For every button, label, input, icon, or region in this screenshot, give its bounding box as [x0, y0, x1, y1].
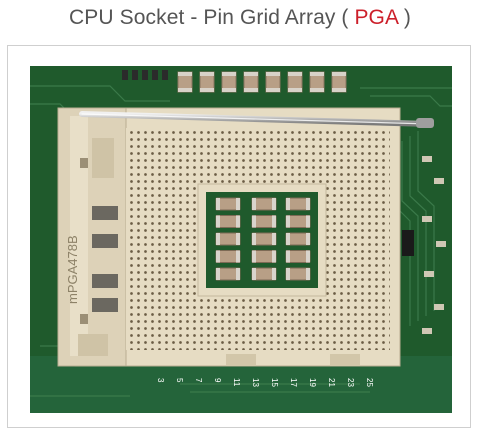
smd-capacitor [177, 71, 193, 93]
pcb-number-label: 23 [346, 378, 355, 387]
smd-component [434, 178, 444, 184]
center-capacitor [215, 250, 241, 263]
smd-component [422, 216, 432, 222]
center-capacitor [251, 250, 277, 263]
smd-component [436, 241, 446, 247]
cpu-socket-illustration: mPGA478B 3 5 7 9 11 13 15 17 19 21 23 25 [30, 66, 452, 413]
socket-bottom-notch [226, 354, 256, 366]
smd-component [422, 328, 432, 334]
smd-resistor [132, 70, 138, 80]
smd-resistor [142, 70, 148, 80]
center-capacitor [215, 215, 241, 228]
right-smd-components [402, 156, 446, 334]
center-capacitor [215, 197, 241, 211]
pcb-traces [30, 85, 452, 397]
smd-chip [402, 230, 414, 256]
smd-component [434, 304, 444, 310]
socket-left-block [57, 107, 127, 367]
page-title: CPU Socket - Pin Grid Array ( PGA ) [0, 6, 480, 30]
pcb-number-label: 15 [270, 378, 279, 387]
smd-resistor [162, 70, 168, 80]
center-capacitor [285, 197, 311, 211]
smd-capacitor [287, 71, 303, 93]
pcb-number-label: 11 [232, 378, 241, 387]
center-capacitor [251, 215, 277, 228]
smd-capacitor [309, 71, 325, 93]
smd-capacitor [199, 71, 215, 93]
smd-capacitor [243, 71, 259, 93]
pcb-number-label: 5 [175, 378, 184, 383]
smd-capacitor [265, 71, 281, 93]
pcb-number-label: 21 [327, 378, 336, 387]
center-capacitor [285, 267, 311, 281]
center-capacitor [215, 267, 241, 281]
socket-marking: mPGA478B [65, 235, 80, 304]
center-capacitor [285, 250, 311, 263]
center-capacitor [251, 197, 277, 211]
pcb-number-label: 13 [251, 378, 260, 387]
center-capacitor [285, 215, 311, 228]
pcb-number-label: 7 [194, 378, 203, 383]
center-capacitor [215, 232, 241, 246]
top-smd-components [122, 70, 347, 93]
smd-resistor [152, 70, 158, 80]
socket-bottom-notch-right [330, 354, 360, 366]
title-prefix: CPU Socket - Pin Grid Array ( [69, 6, 355, 29]
smd-component [424, 271, 434, 277]
socket-lever [79, 111, 434, 128]
pcb-number-label: 25 [365, 378, 374, 387]
center-capacitors [215, 197, 311, 281]
smd-capacitor [221, 71, 237, 93]
smd-resistor [122, 70, 128, 80]
smd-capacitor [331, 71, 347, 93]
pcb-silkscreen-numbers: 3 5 7 9 11 13 15 17 19 21 23 25 [156, 378, 374, 387]
smd-component [422, 156, 432, 162]
center-capacitor [251, 232, 277, 246]
center-capacitor [251, 267, 277, 281]
pcb-number-label: 9 [213, 378, 222, 383]
title-accent: PGA [354, 6, 398, 29]
pcb-number-label: 17 [289, 378, 298, 387]
pcb-number-label: 3 [156, 378, 165, 383]
pcb-number-label: 19 [308, 378, 317, 387]
cpu-socket-photo: mPGA478B 3 5 7 9 11 13 15 17 19 21 23 25 [30, 66, 452, 413]
center-capacitor [285, 232, 311, 246]
title-suffix: ) [397, 6, 411, 29]
